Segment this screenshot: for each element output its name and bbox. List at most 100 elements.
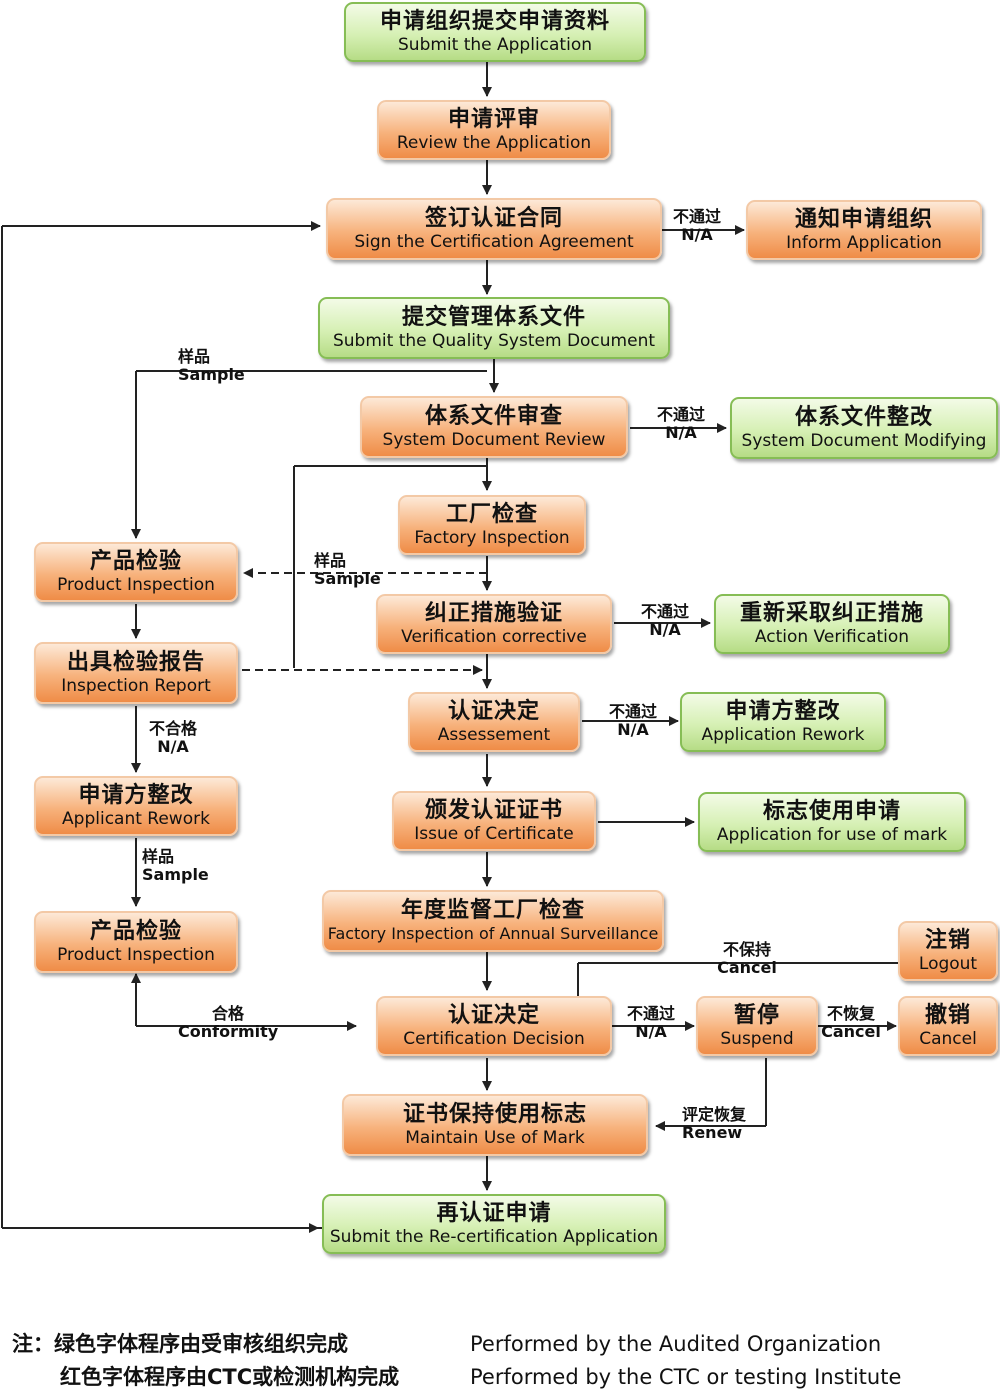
edge-label-sample: 样品 Sample: [178, 347, 245, 385]
box-title-en: Product Inspection: [57, 944, 215, 965]
submit-document-box: 提交管理体系文件 Submit the Quality System Docum…: [318, 297, 670, 359]
certification-decision-box: 认证决定 Certification Decision: [376, 996, 612, 1056]
box-title-zh: 签订认证合同: [424, 205, 563, 231]
edge-label-na: 不通过 N/A: [620, 1004, 682, 1042]
sign-agreement-box: 签订认证合同 Sign the Certification Agreement: [326, 198, 662, 260]
edge-label-no-restore: 不恢复 Cancel: [820, 1004, 882, 1042]
submit-application-box: 申请组织提交申请资料 Submit the Application: [344, 2, 646, 62]
box-title-en: Verification corrective: [401, 626, 587, 647]
box-title-en: Product Inspection: [57, 574, 215, 595]
box-title-zh: 通知申请组织: [794, 206, 933, 232]
document-modifying-box: 体系文件整改 System Document Modifying: [730, 397, 998, 459]
edge-label-keep-cancel: 不保持 Cancel: [716, 940, 778, 978]
edge-label-en: Renew: [682, 1123, 743, 1143]
box-title-zh: 体系文件审查: [424, 403, 563, 429]
box-title-zh: 标志使用申请: [762, 798, 901, 824]
box-title-zh: 产品检验: [89, 548, 182, 574]
logout-box: 注销 Logout: [898, 921, 998, 981]
edge-label-en: Sample: [314, 569, 381, 589]
mark-application-box: 标志使用申请 Application for use of mark: [698, 792, 966, 852]
inspection-report-box: 出具检验报告 Inspection Report: [34, 642, 238, 704]
legend-row-orange: 红色字体程序由CTC或检测机构完成 Performed by the CTC o…: [12, 1361, 901, 1393]
edge-label-sample: 样品 Sample: [142, 847, 209, 885]
box-title-en: Submit the Application: [398, 34, 592, 55]
edge-label-zh: 评定恢复: [682, 1105, 747, 1124]
box-title-en: Inspection Report: [61, 675, 211, 696]
edge-label-renew: 评定恢复 Renew: [682, 1105, 747, 1143]
edge-label-na: 不通过 N/A: [666, 207, 728, 245]
factory-inspection-box: 工厂检查 Factory Inspection: [398, 495, 586, 555]
box-title-zh: 工厂检查: [445, 501, 538, 527]
legend-en-green: Performed by the Audited Organization: [470, 1332, 882, 1356]
edge-label-en: Sample: [142, 865, 209, 885]
annual-surveillance-box: 年度监督工厂检查 Factory Inspection of Annual Su…: [322, 890, 664, 952]
edge-label-na: 不通过 N/A: [602, 702, 664, 740]
box-title-en: Maintain Use of Mark: [405, 1127, 585, 1148]
edge-label-zh: 不通过: [626, 1004, 675, 1023]
edge-label-zh: 样品: [142, 847, 175, 866]
box-title-en: Factory Inspection: [414, 527, 570, 548]
box-title-zh: 申请方整改: [78, 782, 194, 808]
box-title-zh: 纠正措施验证: [424, 600, 563, 626]
box-title-zh: 重新采取纠正措施: [739, 600, 924, 626]
edge-label-conformity: 合格 Conformity: [178, 1004, 279, 1042]
box-title-zh: 年度监督工厂检查: [400, 898, 585, 924]
edge-label-zh: 不通过: [608, 702, 657, 721]
box-title-en: Review the Application: [396, 132, 592, 153]
document-review-box: 体系文件审查 System Document Review: [360, 396, 628, 458]
edge-label-en: Sample: [178, 365, 245, 385]
box-title-en: Assessement: [437, 724, 551, 745]
edge-label-en: N/A: [681, 225, 713, 245]
box-title-zh: 提交管理体系文件: [401, 304, 586, 330]
box-title-en: Cancel: [919, 1028, 977, 1049]
box-title-zh: 出具检验报告: [66, 649, 205, 675]
box-title-en: Inform Application: [786, 232, 942, 253]
applicant-rework-box: 申请方整改 Applicant Rework: [34, 776, 238, 836]
edge-label-zh: 样品: [314, 551, 347, 570]
edge-label-en: Conformity: [178, 1022, 279, 1042]
issue-certificate-box: 颁发认证证书 Issue of Certificate: [392, 791, 596, 851]
edge-label-en: N/A: [649, 620, 681, 640]
box-title-zh: 产品检验: [89, 918, 182, 944]
box-title-en: Factory Inspection of Annual Surveillanc…: [327, 924, 659, 944]
box-title-zh: 注销: [924, 927, 971, 953]
suspend-box: 暂停 Suspend: [696, 996, 818, 1056]
box-title-zh: 申请方整改: [725, 698, 841, 724]
edge-label-na: 不通过 N/A: [650, 405, 712, 443]
application-rework-box: 申请方整改 Application Rework: [680, 692, 886, 752]
box-title-en: Action Verification: [754, 626, 910, 647]
box-title-zh: 再认证申请: [436, 1200, 552, 1226]
edge-label-zh: 样品: [178, 347, 211, 366]
action-verification-box: 重新采取纠正措施 Action Verification: [714, 594, 950, 654]
recertification-box: 再认证申请 Submit the Re-certification Applic…: [322, 1194, 666, 1254]
box-title-zh: 颁发认证证书: [424, 797, 563, 823]
box-title-en: Logout: [918, 953, 978, 974]
box-title-zh: 暂停: [733, 1002, 780, 1028]
legend-zh-orange: 红色字体程序由CTC或检测机构完成: [60, 1364, 400, 1389]
maintain-mark-box: 证书保持使用标志 Maintain Use of Mark: [342, 1094, 648, 1156]
box-title-zh: 撤销: [924, 1002, 971, 1028]
verification-corrective-box: 纠正措施验证 Verification corrective: [376, 594, 612, 654]
edge-label-zh: 不保持: [722, 940, 771, 959]
edge-label-na: 不通过 N/A: [634, 602, 696, 640]
box-title-zh: 认证决定: [447, 698, 540, 724]
edge-label-en: N/A: [157, 737, 189, 757]
box-title-en: Sign the Certification Agreement: [354, 231, 634, 252]
edge-label-zh: 合格: [211, 1004, 244, 1023]
product-inspection-box-2: 产品检验 Product Inspection: [34, 911, 238, 973]
edge-label-zh: 不恢复: [826, 1004, 875, 1023]
edge-label-zh: 不通过: [656, 405, 705, 424]
box-title-en: Suspend: [720, 1028, 794, 1049]
review-application-box: 申请评审 Review the Application: [377, 100, 611, 160]
box-title-zh: 体系文件整改: [794, 404, 933, 430]
edge-label-en: N/A: [665, 423, 697, 443]
edge-label-en: N/A: [617, 720, 649, 740]
edge-label-zh: 不合格: [148, 719, 197, 738]
box-title-en: System Document Modifying: [741, 430, 987, 451]
legend-row-green: 注：绿色字体程序由受审核组织完成 Performed by the Audite…: [12, 1328, 901, 1361]
legend-en-orange: Performed by the CTC or testing Institut…: [470, 1364, 902, 1389]
box-title-en: Application for use of mark: [716, 824, 948, 845]
box-title-en: Certification Decision: [403, 1028, 585, 1049]
assessment-box: 认证决定 Assessement: [408, 692, 580, 752]
